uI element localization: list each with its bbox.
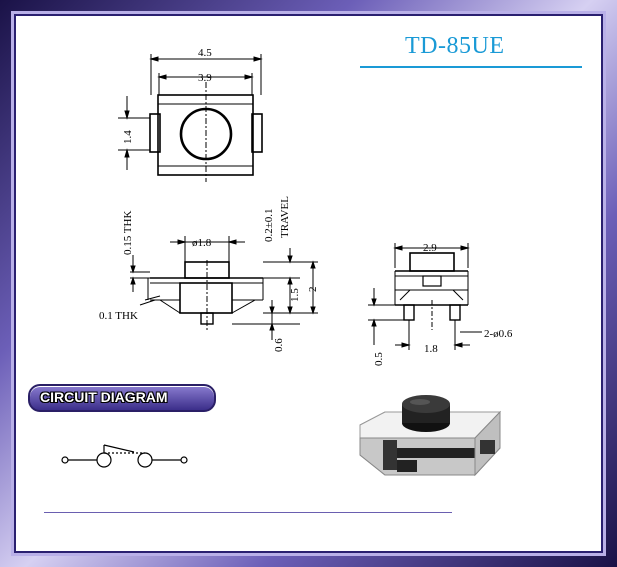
title-underline: [360, 66, 582, 68]
top-view: [118, 54, 263, 182]
switch-3d-illustration: [359, 395, 502, 477]
circuit-diagram-label: CIRCUIT DIAGRAM: [40, 389, 168, 405]
dim-0.5: 0.5: [373, 352, 385, 366]
dim-stem-dia: ø1.8: [192, 237, 212, 249]
dim-0.1-thk: 0.1 THK: [99, 310, 138, 322]
dim-0.6: 0.6: [273, 338, 285, 352]
dim-travel-label: TRAVEL: [279, 196, 291, 238]
part-title: TD-85UE: [405, 33, 505, 59]
dim-1.8: 1.8: [424, 343, 438, 355]
sheet: [14, 14, 603, 553]
dim-2.9: 2.9: [423, 242, 437, 254]
dim-travel-value: 0.2±0.1: [263, 208, 275, 242]
side-view: [130, 236, 318, 340]
end-view: [368, 243, 482, 350]
dim-0.15-thk: 0.15 THK: [122, 211, 134, 255]
circuit-diagram-badge: CIRCUIT DIAGRAM: [28, 384, 216, 412]
dim-3.9: 3.9: [198, 72, 212, 84]
dim-1.4: 1.4: [122, 130, 134, 144]
dim-1.5: 1.5: [289, 288, 301, 302]
dim-2: 2: [307, 287, 319, 293]
circuit-symbol: [61, 444, 188, 468]
dim-pin-dia: 2-ø0.6: [484, 328, 513, 340]
bottom-rule: [44, 512, 452, 513]
dim-4.5: 4.5: [198, 47, 212, 59]
